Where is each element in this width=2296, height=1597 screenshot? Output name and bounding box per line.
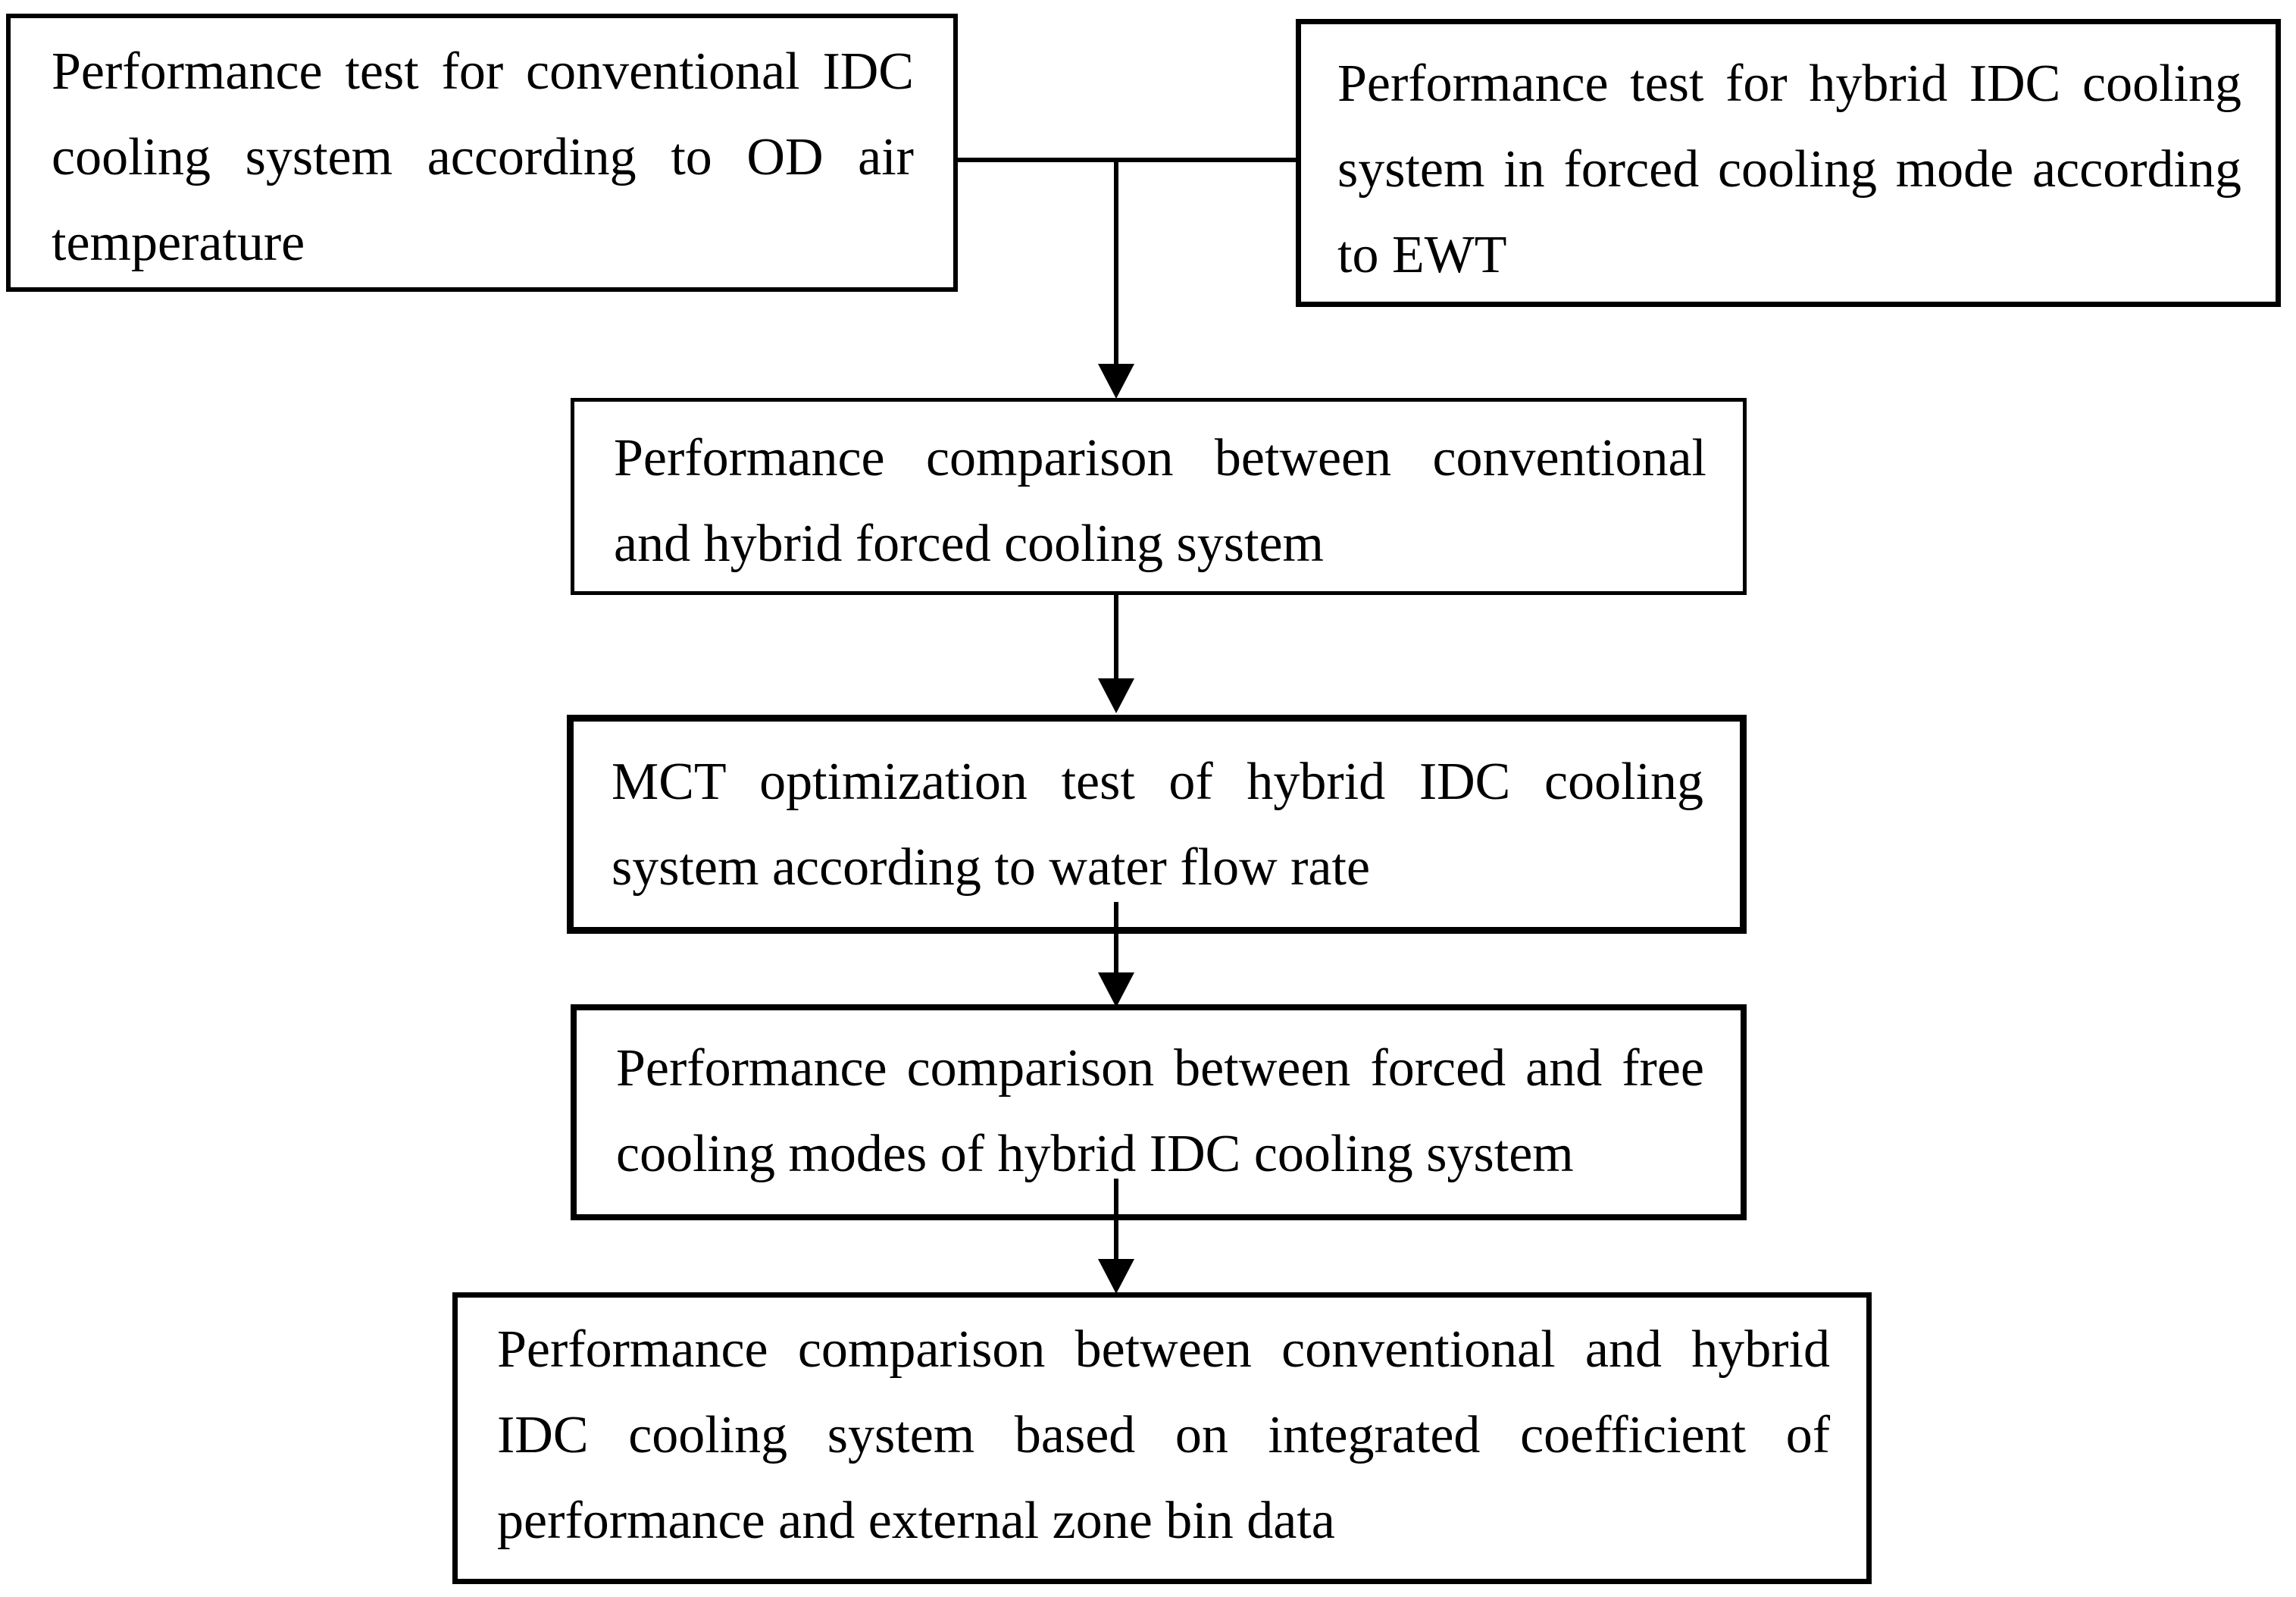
box-line: performance and external zone bin data xyxy=(497,1492,1335,1550)
box-line: system in forced cooling mode according xyxy=(1337,140,2241,199)
flow-box-comparison-forced-free: Performance comparison between forced an… xyxy=(571,1004,1747,1220)
box-line: system according to water flow rate xyxy=(612,838,1371,897)
box-line: and hybrid forced cooling system xyxy=(614,515,1325,573)
connector-line-vertical xyxy=(1114,160,1118,365)
flow-box-conventional-test: Performance test for conventional IDC co… xyxy=(6,14,958,292)
arrow-down-icon xyxy=(1098,1259,1134,1294)
box-line: cooling system according to OD air xyxy=(52,128,914,186)
box-line: Performance test for conventional IDC xyxy=(52,42,914,101)
box-line: Performance comparison between conventio… xyxy=(614,429,1706,487)
connector-line-vertical xyxy=(1114,595,1118,680)
arrow-down-icon xyxy=(1098,364,1134,399)
box-line: Performance comparison between conventio… xyxy=(497,1320,1830,1379)
flow-box-integrated-cop-comparison: Performance comparison between conventio… xyxy=(452,1292,1872,1584)
connector-line-horizontal xyxy=(954,158,1297,162)
arrow-down-icon xyxy=(1098,678,1134,713)
flow-box-hybrid-forced-test: Performance test for hybrid IDC cooling … xyxy=(1296,19,2281,307)
box-line: MCT optimization test of hybrid IDC cool… xyxy=(612,753,1703,811)
box-line: Performance test for hybrid IDC cooling xyxy=(1337,55,2241,113)
connector-line-vertical xyxy=(1114,902,1118,975)
box-line: cooling modes of hybrid IDC cooling syst… xyxy=(616,1125,1574,1183)
box-line: to EWT xyxy=(1337,226,1507,284)
flow-box-mct-optimization: MCT optimization test of hybrid IDC cool… xyxy=(567,715,1747,934)
box-line: Performance comparison between forced an… xyxy=(616,1039,1704,1098)
box-line: temperature xyxy=(52,214,305,272)
arrow-down-icon xyxy=(1098,972,1134,1007)
connector-line-vertical xyxy=(1114,1179,1118,1260)
box-line: IDC cooling system based on integrated c… xyxy=(497,1406,1830,1464)
flow-box-comparison-conventional-hybrid: Performance comparison between conventio… xyxy=(571,398,1747,595)
